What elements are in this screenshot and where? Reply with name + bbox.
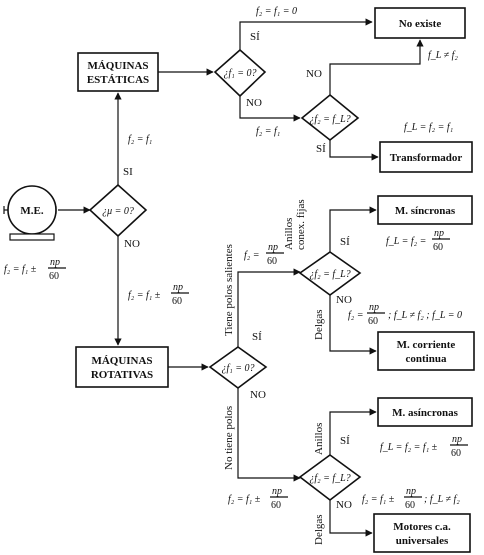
svg-text:f₂ =: f₂ = <box>348 310 364 321</box>
label-anillos-2: Anillos <box>313 423 325 455</box>
me-node: M.E. <box>3 185 57 241</box>
box-no-existe: No existe <box>374 7 466 39</box>
svg-text:60: 60 <box>172 296 182 307</box>
svg-text:f_L = f₂ =: f_L = f₂ = <box>386 236 426 247</box>
decision-f1-bottom: ¿f₁ = 0? <box>208 346 268 389</box>
svg-text:ESTÁTICAS: ESTÁTICAS <box>87 74 149 86</box>
label-no-tiene-polos: No tiene polos <box>223 406 235 470</box>
svg-text:f₂ = f₁ ±: f₂ = f₁ ± <box>228 494 261 505</box>
svg-text:ROTATIVAS: ROTATIVAS <box>91 369 153 381</box>
answer-no-mid: NO <box>336 294 352 306</box>
svg-text:60: 60 <box>433 242 443 253</box>
eq-universal: f₂ = f₁ ± np 60 ; f_L ≠ f₂ <box>362 486 460 511</box>
svg-text:60: 60 <box>271 500 281 511</box>
svg-text:60: 60 <box>451 448 461 459</box>
svg-text:MÁQUINAS: MÁQUINAS <box>91 355 152 367</box>
eq-cc: f₂ = np 60 ; f_L ≠ f₂ ; f_L = 0 <box>348 302 462 327</box>
svg-text:universales: universales <box>396 535 449 547</box>
eq-fl-ne-f2: f_L ≠ f₂ <box>428 50 458 61</box>
svg-text:60: 60 <box>267 256 277 267</box>
answer-si-f1-bottom: SÍ <box>252 331 262 343</box>
box-maquinas-estaticas: MÁQUINAS ESTÁTICAS <box>77 52 159 92</box>
rot-formula: f₂ = f₁ ± np 60 <box>128 282 189 307</box>
svg-text:np: np <box>452 434 462 445</box>
svg-text:f₂ = f₁ ±: f₂ = f₁ ± <box>128 290 161 301</box>
label-tiene-polos: Tiene polos salientes <box>223 244 235 336</box>
box-m-corriente-continua: M. corriente continua <box>377 331 475 371</box>
svg-text:np: np <box>406 486 416 497</box>
svg-text:MÁQUINAS: MÁQUINAS <box>87 60 148 72</box>
me-formula: f₂ = f₁ ± np 60 <box>4 257 66 282</box>
svg-text:No existe: No existe <box>399 18 442 30</box>
decision-mu: ¿μ = 0? <box>88 183 148 238</box>
connectors <box>58 18 424 537</box>
eq-no-salient: f₂ = f₁ ± np 60 <box>228 486 288 511</box>
eq-f2-f1-left: f₂ = f₁ <box>128 134 152 145</box>
label-delgas-1: Delgas <box>313 309 325 340</box>
svg-text:np: np <box>268 242 278 253</box>
svg-text:; f_L ≠ f₂: ; f_L ≠ f₂ <box>424 494 460 505</box>
me-formula-60: 60 <box>49 271 59 282</box>
answer-no-f1-bottom: NO <box>250 389 266 401</box>
svg-text:; f_L ≠ f₂ ; f_L = 0: ; f_L ≠ f₂ ; f_L = 0 <box>388 310 462 321</box>
svg-text:np: np <box>272 486 282 497</box>
decision-f2-fl-mid: ¿f₂ = f_L? <box>298 251 362 296</box>
label-anillos-conex-1: conex. fijas <box>295 199 307 250</box>
svg-text:Transformador: Transformador <box>390 152 463 164</box>
svg-text:continua: continua <box>406 353 447 365</box>
svg-text:¿μ = 0?: ¿μ = 0? <box>102 206 134 217</box>
svg-text:¿f₁ = 0?: ¿f₁ = 0? <box>221 363 254 374</box>
svg-text:60: 60 <box>405 500 415 511</box>
eq-salient: f₂ = np 60 <box>244 242 284 267</box>
svg-text:np: np <box>369 302 379 313</box>
answer-si-second: SÍ <box>316 143 326 155</box>
svg-text:60: 60 <box>368 316 378 327</box>
svg-text:¿f₂ = f_L?: ¿f₂ = f_L? <box>309 269 350 280</box>
box-motores-ca: Motores c.a. universales <box>373 513 471 553</box>
label-anillos-conex-0: Anillos <box>283 218 295 250</box>
decision-f1-top: ¿f₁ = 0? <box>213 48 267 98</box>
label-delgas-2: Delgas <box>313 514 325 545</box>
eq-f2-f1-0: f₂ = f₁ = 0 <box>256 6 297 17</box>
answer-no-bottom: NO <box>336 499 352 511</box>
decision-f2-fl-top: ¿f₂ = f_L? <box>300 93 360 142</box>
answer-si-bottom: SÍ <box>340 435 350 447</box>
svg-text:np: np <box>173 282 183 293</box>
box-m-asincronas: M. asíncronas <box>377 397 473 427</box>
svg-text:Motores c.a.: Motores c.a. <box>393 521 451 533</box>
svg-text:np: np <box>434 228 444 239</box>
svg-text:M. corriente: M. corriente <box>397 339 456 351</box>
answer-si-mid: SÍ <box>340 236 350 248</box>
answer-si-f1-top: SÍ <box>250 31 260 43</box>
svg-text:M. síncronas: M. síncronas <box>395 205 456 217</box>
svg-text:f₂ = f₁ ±: f₂ = f₁ ± <box>362 494 395 505</box>
svg-text:f_L = f₂ = f₁ ±: f_L = f₂ = f₁ ± <box>380 442 438 453</box>
me-formula-np: np <box>50 257 60 268</box>
box-maquinas-rotativas: MÁQUINAS ROTATIVAS <box>75 346 169 388</box>
eq-asinc: f_L = f₂ = f₁ ± np 60 <box>380 434 468 459</box>
box-m-sincronas: M. síncronas <box>377 195 473 225</box>
decision-f2-fl-bottom: ¿f₂ = f_L? <box>298 454 362 502</box>
answer-no-mu: NO <box>124 238 140 250</box>
box-transformador: Transformador <box>379 141 473 173</box>
svg-text:¿f₂ = f_L?: ¿f₂ = f_L? <box>309 114 350 125</box>
svg-text:¿f₂ = f_L?: ¿f₂ = f_L? <box>309 473 350 484</box>
svg-text:M. asíncronas: M. asíncronas <box>392 407 459 419</box>
me-label: M.E. <box>20 205 43 217</box>
svg-text:f₂ =: f₂ = <box>244 250 260 261</box>
eq-f2-f1-b: f₂ = f₁ <box>256 126 280 137</box>
svg-text:f₂ = f₁ ±: f₂ = f₁ ± <box>4 264 37 275</box>
answer-no-f1-top: NO <box>246 97 262 109</box>
eq-fl-f2-f1: f_L = f₂ = f₁ <box>404 122 453 133</box>
answer-no-top-second: NO <box>306 68 322 80</box>
answer-si-up: SI <box>123 166 133 178</box>
svg-text:¿f₁ = 0?: ¿f₁ = 0? <box>223 68 256 79</box>
eq-sinc: f_L = f₂ = np 60 <box>386 228 450 253</box>
